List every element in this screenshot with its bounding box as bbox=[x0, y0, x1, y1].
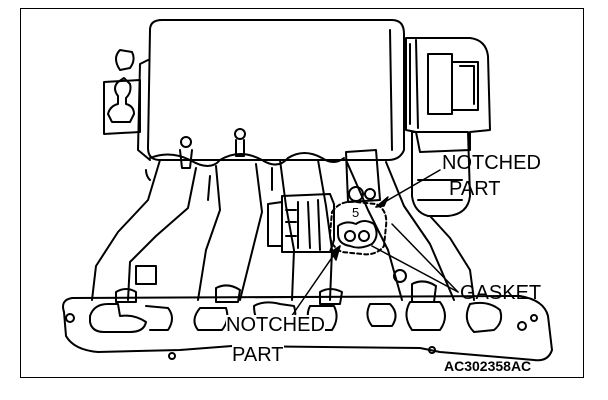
bolt bbox=[234, 128, 246, 140]
svg-text:5: 5 bbox=[352, 205, 359, 220]
flange-hole bbox=[530, 314, 538, 322]
leader-notched-upper bbox=[375, 169, 441, 208]
left-bracket bbox=[103, 79, 141, 135]
plenum-chamber bbox=[147, 19, 405, 161]
throttle-body bbox=[405, 37, 491, 153]
gasket-inner bbox=[337, 220, 378, 249]
leader-gasket bbox=[371, 223, 459, 293]
flange-hole bbox=[517, 321, 527, 331]
runner-1 bbox=[91, 159, 161, 301]
lower-flange bbox=[62, 295, 553, 362]
sensor-housing bbox=[281, 193, 335, 253]
label-notched-part-lower-line2: PART bbox=[232, 344, 284, 366]
label-gasket: GASKET bbox=[460, 282, 542, 304]
gasket-outline bbox=[329, 200, 388, 256]
label-notched-part-lower-line1: NOTCHED bbox=[226, 314, 325, 336]
label-notched-part-upper-line1: NOTCHED bbox=[442, 152, 541, 174]
throttle-inner bbox=[427, 53, 453, 115]
flange-hole bbox=[65, 313, 75, 323]
figure-code: AC302358AC bbox=[444, 358, 532, 374]
runner-3 bbox=[279, 159, 295, 301]
runner-2 bbox=[197, 165, 221, 301]
bolt bbox=[180, 136, 192, 148]
label-notched-part-upper-line2: PART bbox=[449, 178, 501, 200]
throttle-lower-housing bbox=[411, 131, 471, 217]
left-knob bbox=[107, 77, 135, 123]
